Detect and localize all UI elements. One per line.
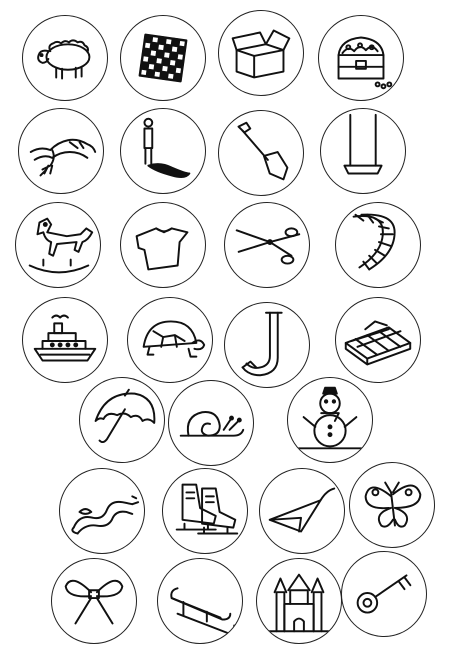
chessboard-circle: [120, 15, 206, 101]
rocking-horse-icon: [28, 217, 94, 274]
key-icon: [356, 574, 412, 614]
snake-circle: [59, 468, 145, 554]
umbrella-icon: [94, 388, 156, 444]
scarf-icon: [29, 138, 97, 177]
treasure-chest-icon: [337, 36, 393, 90]
sled-circle: [157, 558, 243, 644]
swing-circle: [320, 108, 406, 194]
sheep-circle: [22, 15, 108, 101]
castle-icon: [265, 573, 333, 633]
plane-circle: [259, 468, 345, 554]
box-circle: [218, 10, 304, 96]
ship-icon: [33, 314, 97, 362]
shadow-circle: [120, 108, 206, 194]
snowman-icon: [296, 386, 364, 450]
key-circle: [341, 551, 427, 637]
skates-circle: [162, 468, 248, 554]
chocolate-bar-icon: [344, 320, 412, 366]
ice-skates-icon: [175, 483, 239, 535]
ship-circle: [22, 297, 108, 383]
scissors-icon: [235, 227, 301, 265]
rocking-horse-circle: [15, 202, 101, 288]
open-box-icon: [231, 29, 291, 79]
swing-icon: [343, 113, 383, 175]
tortoise-circle: [127, 297, 213, 383]
sweater-circle: [120, 202, 206, 288]
shovel-circle: [218, 110, 304, 196]
chocolate-circle: [335, 297, 421, 383]
person-shadow-icon: [143, 117, 191, 178]
treasure-circle: [318, 15, 404, 101]
scissors-circle: [224, 202, 310, 288]
castle-circle: [256, 558, 342, 644]
track-circle: [335, 202, 421, 288]
scarf-circle: [18, 108, 104, 194]
shovel-icon: [237, 121, 289, 181]
butterfly-icon: [364, 481, 422, 528]
railway-track-icon: [352, 213, 396, 271]
umbrella-circle: [79, 377, 165, 463]
chessboard-icon: [138, 33, 188, 83]
sheep-icon: [37, 39, 91, 80]
snorkel-circle: [224, 302, 310, 388]
snorkel-icon: [241, 311, 283, 377]
snowman-circle: [287, 377, 373, 463]
paper-plane-icon: [268, 487, 336, 533]
tortoise-icon: [142, 320, 206, 358]
sled-icon: [170, 587, 236, 635]
butterfly-circle: [349, 462, 435, 548]
snail-icon: [179, 411, 245, 437]
bow-circle: [51, 558, 137, 644]
bow-icon: [64, 579, 124, 625]
sweater-icon: [135, 227, 189, 271]
snail-circle: [168, 380, 254, 466]
snake-icon: [71, 495, 140, 535]
